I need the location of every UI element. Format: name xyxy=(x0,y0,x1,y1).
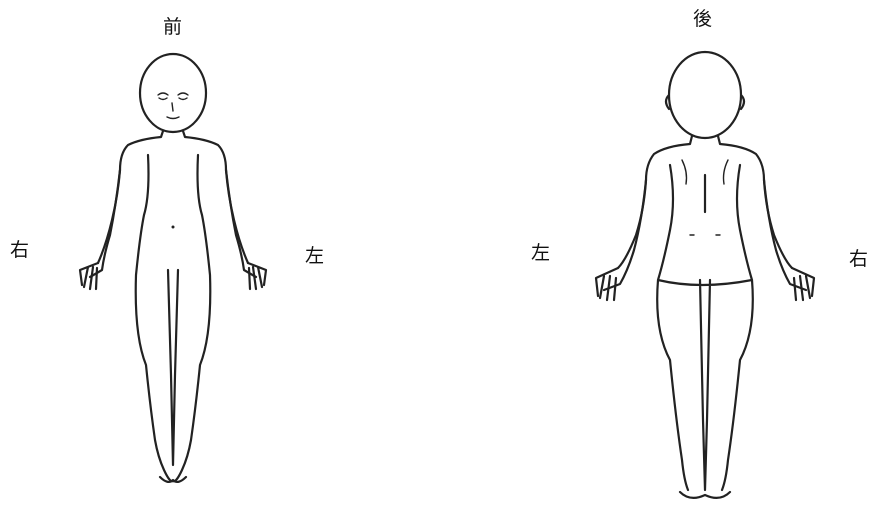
torso-and-legs xyxy=(98,131,248,482)
front-body-outline xyxy=(60,45,290,495)
front-right-side-label: 右 xyxy=(10,241,29,260)
left-hand xyxy=(248,263,266,289)
face xyxy=(158,93,188,119)
right-hand xyxy=(792,268,814,300)
left-hand xyxy=(596,268,618,300)
navel xyxy=(172,226,175,229)
head xyxy=(140,54,206,132)
right-hand xyxy=(80,263,98,289)
right-arm xyxy=(764,180,806,290)
back-right-side-label: 右 xyxy=(849,250,868,269)
ears xyxy=(666,95,744,109)
head xyxy=(669,52,741,138)
left-arm xyxy=(226,170,256,277)
back-left-side-label: 左 xyxy=(531,244,550,263)
left-arm xyxy=(604,180,646,290)
back-body-outline xyxy=(570,40,840,505)
front-view-title: 前 xyxy=(163,18,182,37)
right-arm xyxy=(90,170,120,277)
back-view-title: 後 xyxy=(693,10,712,29)
front-left-side-label: 左 xyxy=(305,247,324,266)
